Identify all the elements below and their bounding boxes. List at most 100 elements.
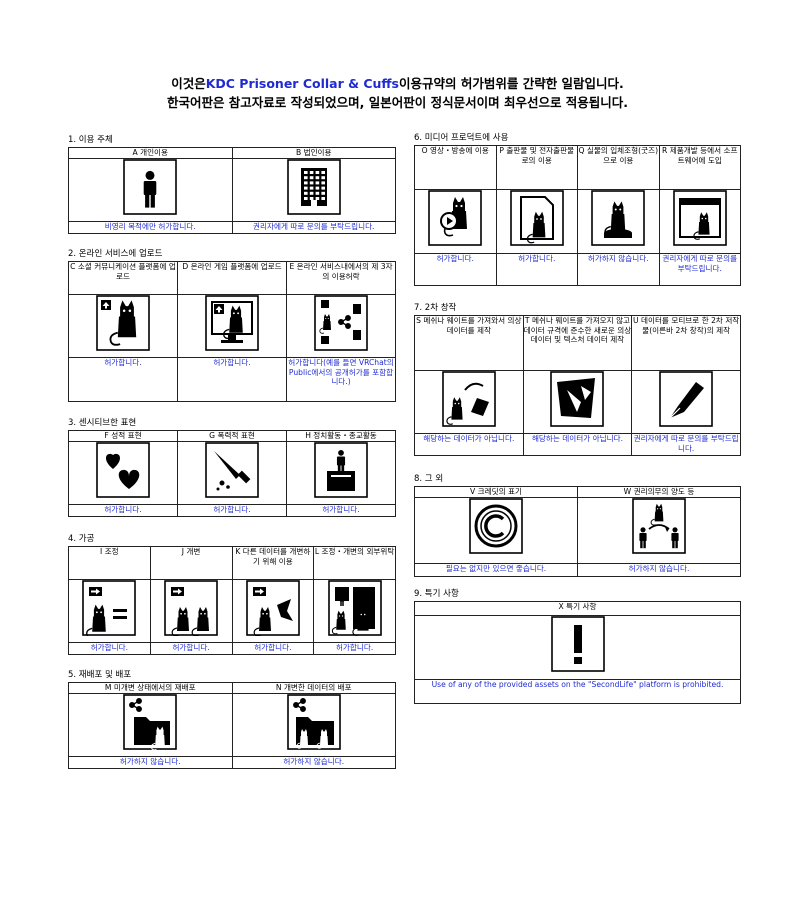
section-title: 2. 온라인 서비스에 업로드 bbox=[68, 249, 163, 259]
upload-cat-icon bbox=[96, 295, 150, 351]
transfer-icon bbox=[632, 498, 686, 554]
item-label: Q 실물의 입체조형(굿즈)으로 이용 bbox=[577, 145, 660, 190]
icon-row bbox=[414, 615, 741, 680]
section-title: 7. 2차 창작 bbox=[414, 303, 457, 313]
item-icon-cell bbox=[231, 693, 396, 757]
modify-icon bbox=[164, 580, 218, 636]
item-note: 권리자에게 따로 문의를 부탁드립니다. bbox=[231, 221, 396, 234]
item-label: X 특기 사항 bbox=[414, 601, 741, 616]
item-note: 필요는 없지만 있으면 좋습니다. bbox=[414, 563, 578, 577]
item-label: U 데이터를 모티브로 한 2차 저작물(이른바 2차 창작)의 제작 bbox=[631, 315, 741, 371]
item-label: L 조정・개변의 외부위탁 bbox=[313, 546, 396, 580]
section-title: 9. 특기 사항 bbox=[414, 589, 459, 599]
item-note: 허가합니다. bbox=[68, 357, 178, 402]
item-label: H 정치활동・종교활동 bbox=[286, 430, 396, 442]
item-icon-cell bbox=[414, 497, 578, 564]
item-note: 허가하지 않습니다. bbox=[577, 563, 741, 577]
item-icon-cell bbox=[286, 294, 396, 358]
outsource-icon bbox=[327, 580, 382, 636]
building-icon bbox=[286, 159, 341, 215]
hearts-icon bbox=[96, 442, 150, 498]
icon-row bbox=[68, 158, 396, 222]
item-label: E 온라인 서비스내에서의 제 3자의 이용허락 bbox=[286, 261, 396, 295]
mesh-new-icon bbox=[550, 371, 605, 427]
item-icon-cell bbox=[231, 158, 396, 222]
label-row: X 특기 사항 bbox=[414, 601, 741, 616]
item-note: 허가합니다. bbox=[68, 504, 178, 517]
item-icon-cell bbox=[658, 189, 741, 254]
item-note: 허가하지 않습니다. bbox=[68, 756, 233, 769]
item-note: 허가합니다. bbox=[177, 504, 287, 517]
item-icon-cell bbox=[68, 294, 178, 358]
item-label: T 메쉬나 웨이트를 가져오지 않고 데이터 규격에 준수한 새로운 의상 데이… bbox=[522, 315, 633, 371]
item-note: 허가합니다. bbox=[495, 253, 578, 286]
copyright-icon bbox=[469, 498, 523, 554]
note-row: 필요는 없지만 있으면 좋습니다.허가하지 않습니다. bbox=[414, 563, 741, 577]
item-label: I 조정 bbox=[68, 546, 151, 580]
exclamation-icon bbox=[550, 616, 605, 672]
icon-row bbox=[68, 693, 396, 757]
item-label: N 개변한 데이터의 배포 bbox=[231, 682, 396, 694]
section-title: 3. 센시티브한 표현 bbox=[68, 418, 137, 428]
item-note: 허가합니다. bbox=[177, 357, 287, 402]
item-note: 해당하는 데이터가 아닙니다. bbox=[414, 433, 524, 456]
item-label: B 법인이용 bbox=[231, 147, 396, 159]
permission-table: X 특기 사항 Use of any of the provided asset… bbox=[414, 601, 741, 704]
page-header: 이것은KDC Prisoner Collar & Cuffs이용규약의 허가범위… bbox=[0, 74, 795, 112]
note-row: 허가합니다.허가합니다.허가합니다. bbox=[68, 504, 396, 517]
note-row: 비영리 목적에만 허가합니다.권리자에게 따로 문의를 부탁드립니다. bbox=[68, 221, 396, 234]
header-line-1: 이것은KDC Prisoner Collar & Cuffs이용규약의 허가범위… bbox=[171, 76, 624, 91]
icon-row bbox=[414, 497, 741, 564]
item-note: 비영리 목적에만 허가합니다. bbox=[68, 221, 233, 234]
item-label: J 개변 bbox=[149, 546, 233, 580]
item-icon-cell bbox=[68, 441, 178, 505]
podium-icon bbox=[314, 442, 368, 498]
item-label: O 영상・방송에 이용 bbox=[414, 145, 497, 190]
item-note: 허가합니다. bbox=[68, 642, 151, 655]
item-label: P 출판물 및 전자출판물로의 이용 bbox=[495, 145, 578, 190]
item-label: V 크레딧의 표기 bbox=[414, 486, 578, 498]
note-row: 허가합니다.허가합니다.허가합니다(예를 들면 VRChat의 Public에서… bbox=[68, 357, 396, 402]
note-row: 해당하는 데이터가 아닙니다.해당하는 데이터가 아닙니다.권리자에게 따로 문… bbox=[414, 433, 741, 456]
icon-row bbox=[414, 189, 741, 254]
item-label: A 개인이용 bbox=[68, 147, 233, 159]
note-row: 허가합니다.허가합니다.허가합니다.허가합니다. bbox=[68, 642, 396, 655]
item-note: 허가하지 않습니다. bbox=[577, 253, 660, 286]
person-icon bbox=[123, 159, 178, 215]
item-note: 허가하지 않습니다. bbox=[231, 756, 396, 769]
header-line-2: 한국어판은 참고자료로 작성되었으며, 일본어판이 정식문서이며 최우선으로 적… bbox=[166, 95, 629, 110]
item-note: 허가합니다. bbox=[231, 642, 315, 655]
figure-cat-icon bbox=[591, 190, 646, 246]
item-note: 해당하는 데이터가 아닙니다. bbox=[522, 433, 633, 456]
item-label: K 다른 데이터를 개변하기 위해 이용 bbox=[231, 546, 315, 580]
document-cat-icon bbox=[509, 190, 564, 246]
item-note: 허가합니다. bbox=[286, 504, 396, 517]
item-icon-cell bbox=[149, 579, 233, 643]
item-label: G 폭력적 표현 bbox=[177, 430, 287, 442]
note-row: 허가합니다.허가합니다.허가하지 않습니다.권리자에게 따로 문의를 부탁드립니… bbox=[414, 253, 741, 286]
item-label: D 온라인 게임 플랫폼에 업로드 bbox=[177, 261, 287, 295]
icon-row bbox=[68, 579, 396, 643]
section-title: 8. 그 외 bbox=[414, 474, 444, 484]
item-icon-cell bbox=[68, 579, 151, 643]
section-title: 4. 가공 bbox=[68, 534, 95, 544]
item-icon-cell bbox=[577, 189, 660, 254]
